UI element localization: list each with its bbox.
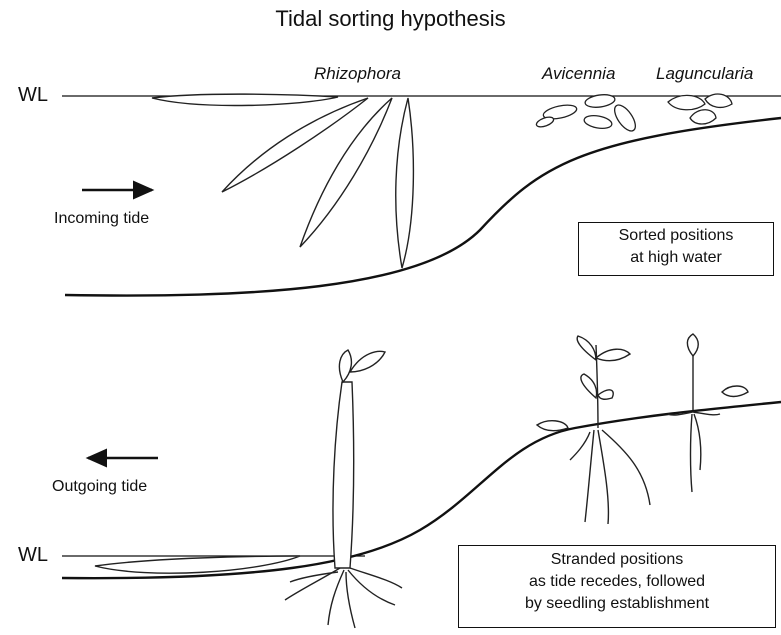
water-level-label-bottom: WL <box>18 544 48 567</box>
stranded-positions-line-1: Stranded positions <box>459 549 775 571</box>
rhizophora-seedling <box>285 350 402 628</box>
stranded-positions-line-3: by seedling establishment <box>459 593 775 615</box>
outgoing-tide-label: Outgoing tide <box>52 478 147 496</box>
species-label-laguncularia: Laguncularia <box>656 64 753 84</box>
stranded-positions-line-2: as tide recedes, followed <box>459 571 775 593</box>
avicennia-seedling <box>537 336 650 524</box>
species-label-rhizophora: Rhizophora <box>314 64 401 84</box>
sorted-positions-line-1: Sorted positions <box>579 225 773 247</box>
water-level-label-top: WL <box>18 84 48 107</box>
laguncularia-seeds-top <box>668 94 732 124</box>
incoming-tide-label: Incoming tide <box>54 210 149 228</box>
sorted-positions-box: Sorted positions at high water <box>578 222 774 276</box>
rhizophora-propagules-top <box>152 94 413 268</box>
stranded-positions-box: Stranded positions as tide recedes, foll… <box>458 545 776 628</box>
species-label-avicennia: Avicennia <box>542 64 615 84</box>
sorted-positions-line-2: at high water <box>579 247 773 269</box>
avicennia-seeds-top <box>535 93 639 134</box>
